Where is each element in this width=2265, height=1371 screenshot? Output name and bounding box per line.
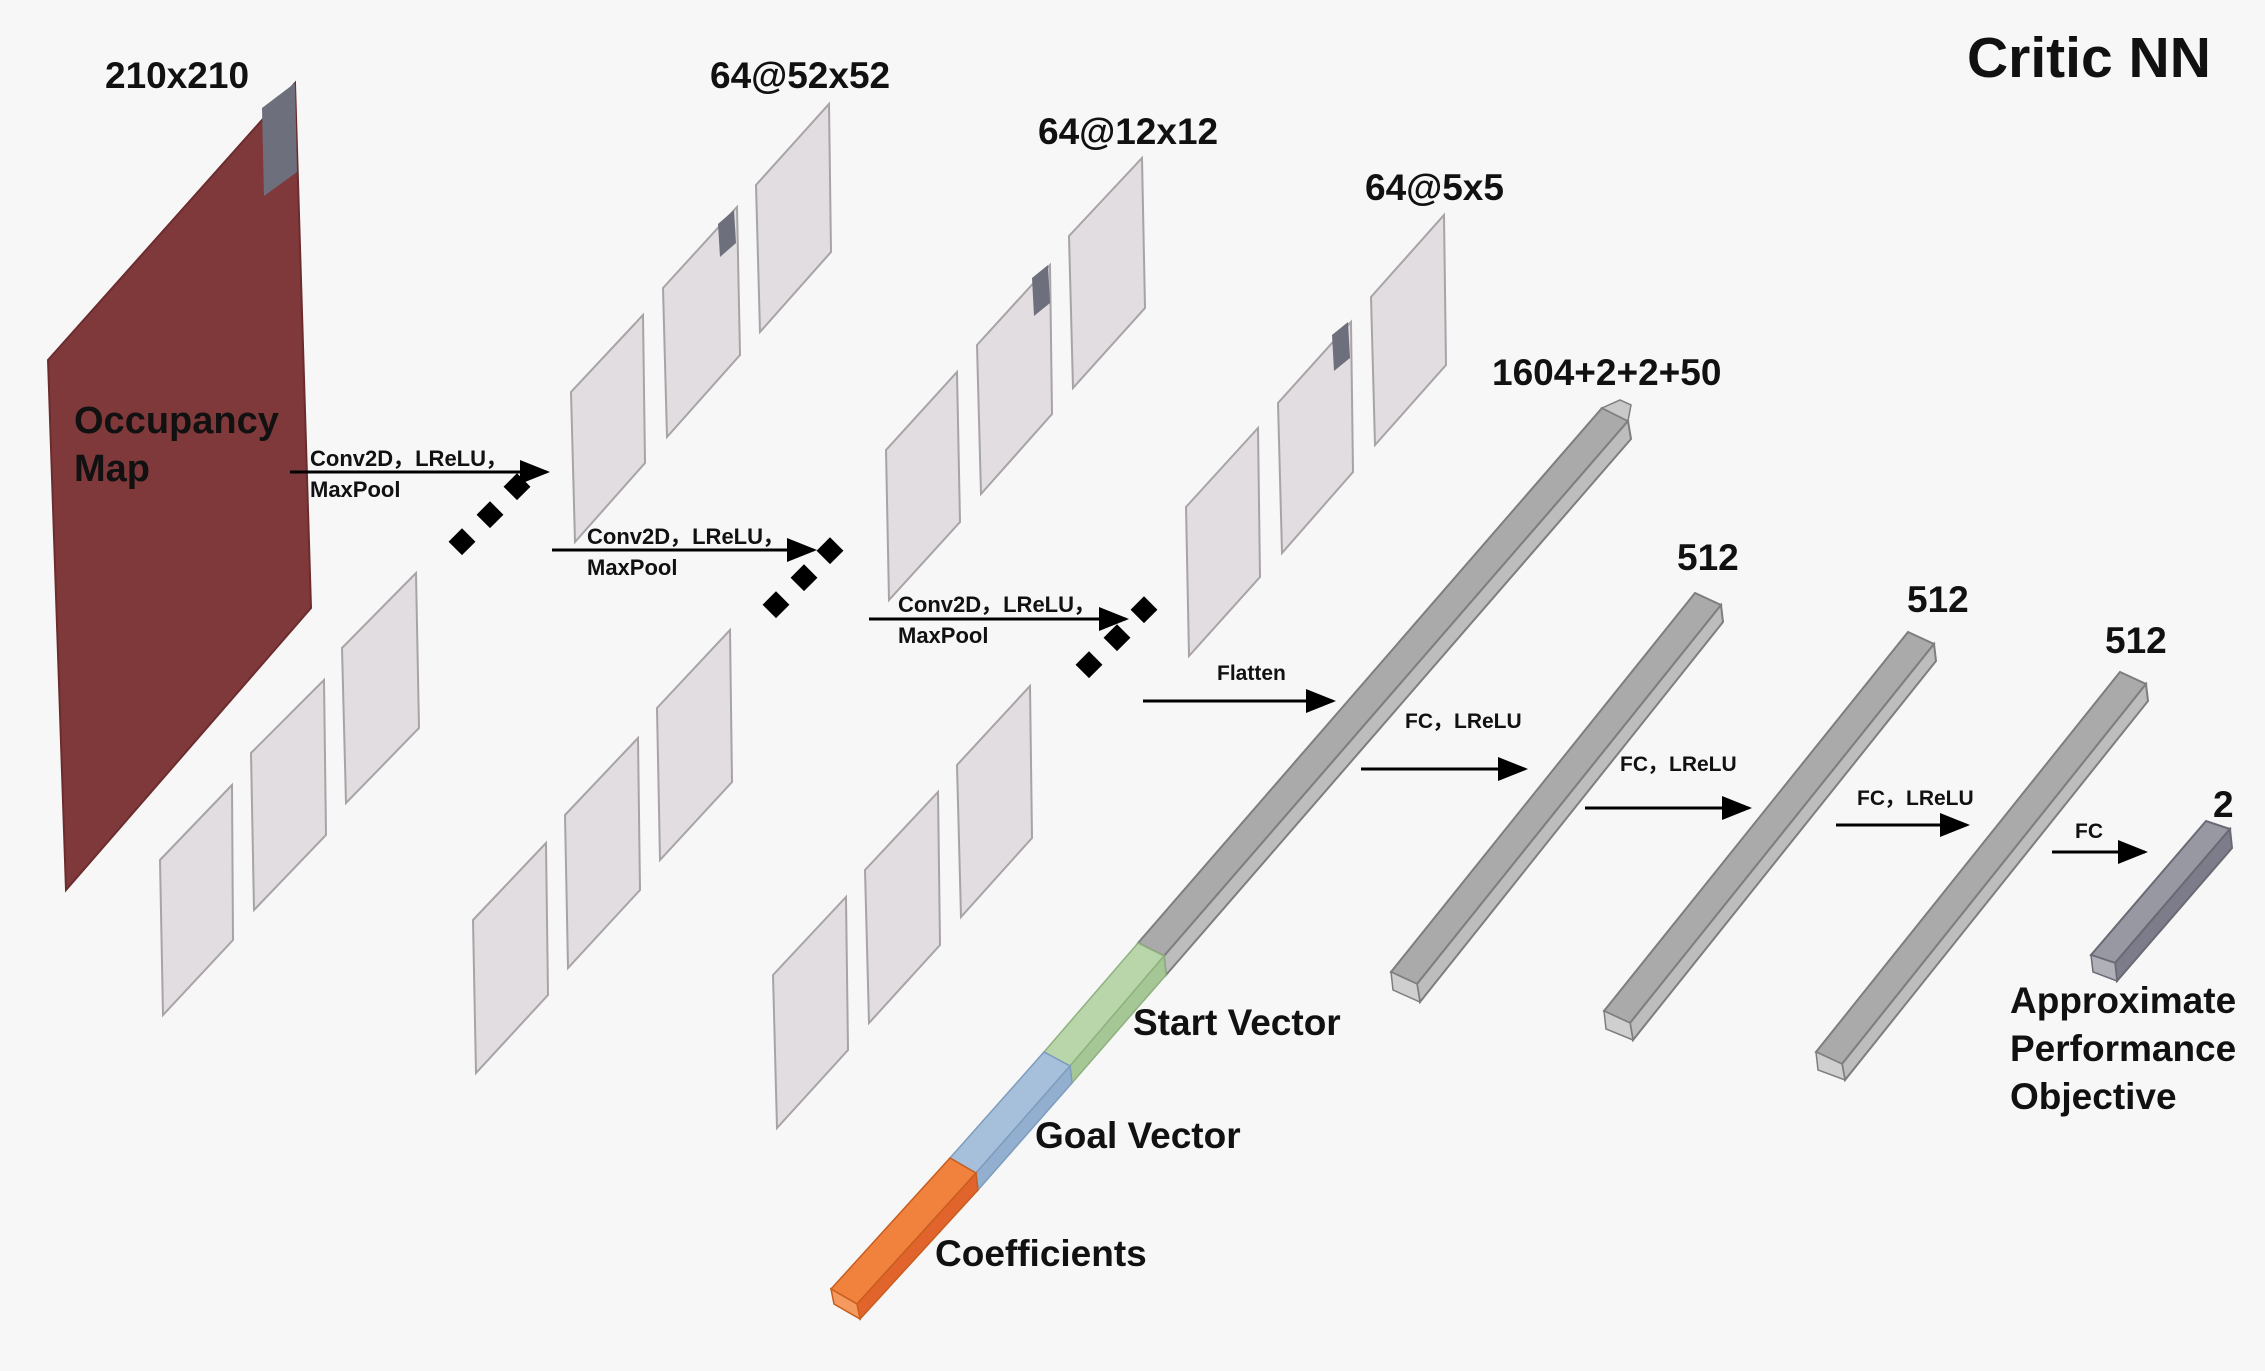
fc2-dim-label: 512 [1907,579,1969,620]
flatten-vector-bar: 1604+2+2+50 [1136,352,1721,978]
feature-map-plane [975,262,1054,497]
kernel-patch [262,83,297,196]
conv-layer-3: 64@5x5 [1184,167,1504,659]
feature-map-plane [863,789,942,1026]
op-label-line2: MaxPool [898,623,988,648]
feature-map-plane [884,369,962,603]
feature-map-plane [1184,425,1262,659]
feature-map-plane [661,204,742,440]
input-feature-maps [158,570,421,1018]
occupancy-label-line1: Occupancy [74,400,279,442]
bar-face [2089,819,2232,965]
feature-map-plane [569,312,647,545]
kernel-patch [1332,322,1350,371]
goal-vector-label: Goal Vector [1035,1115,1241,1156]
op-arrow-conv3: Conv2D，LReLU， MaxPool [869,592,1129,648]
ellipsis-dot [816,537,844,565]
feature-map-plane [655,627,734,863]
feature-map-plane [754,101,833,335]
diagram-title: Critic NN [1967,26,2211,90]
feature-map-plane [771,894,850,1131]
fc-layer-2: 512 [1602,579,1969,1043]
flatten-op-label: Flatten [1217,662,1286,685]
ellipsis-dot [1130,596,1158,624]
op-arrow-fc4: FC [2052,820,2148,864]
output-dim-label: 2 [2213,784,2234,825]
coefficients-label: Coefficients [935,1233,1147,1274]
op-label-line2: MaxPool [587,555,677,580]
fc3-dim-label: 512 [2105,620,2167,661]
feature-map-plane [955,683,1034,920]
ellipsis-dot [1103,624,1131,652]
ellipsis-dot [1075,651,1103,679]
bar-end [1600,399,1632,423]
op-label-line1: Conv2D，LReLU， [898,592,1096,617]
conv-layer-2: 64@12x12 [771,111,1218,1131]
fc1-dim-label: 512 [1677,537,1739,578]
ellipsis-dot [790,564,818,592]
feature-map-plane [471,840,550,1076]
op-arrow-fc2: FC，LReLU [1585,753,1752,820]
op-label-line1: Conv2D，LReLU， [310,446,508,471]
ellipsis-dot [762,591,790,619]
fc4-op-label: FC [2075,820,2103,843]
op-label-line2: MaxPool [310,477,400,502]
segment-face [829,1157,978,1305]
feature-map-plane [1369,212,1448,448]
start-vector-segment: Start Vector [1042,942,1341,1085]
op-arrow-conv2: Conv2D，LReLU， MaxPool [552,524,817,580]
goal-vector-segment: Goal Vector [948,1051,1241,1192]
conv3-dim-label: 64@5x5 [1365,167,1504,208]
conv2-dim-label: 64@12x12 [1038,111,1218,152]
fc2-op-label: FC，LReLU [1620,753,1737,776]
fc-layer-3: 512 [1814,620,2167,1083]
occupancy-map-plane [46,80,313,893]
bar-end [1815,1050,1846,1082]
fc1-op-label: FC，LReLU [1405,710,1522,733]
feature-map-plane [158,782,235,1018]
op-arrow-fc3: FC，LReLU [1836,787,1974,837]
feature-map-plane [563,735,642,971]
bar-end [1603,1009,1634,1042]
bar-end [2090,953,2118,983]
input-dim-label: 210x210 [105,55,249,96]
fc-layer-1: 512 [1389,537,1739,1005]
conv1-dim-label: 64@52x52 [710,55,890,96]
op-arrow-fc1: FC，LReLU [1361,710,1528,781]
op-arrow-flatten: Flatten [1143,662,1336,713]
fc3-op-label: FC，LReLU [1857,787,1974,810]
kernel-patch [1032,265,1050,316]
start-vector-label: Start Vector [1133,1002,1341,1043]
coefficients-segment: Coefficients [829,1157,1147,1321]
output-layer: 2 Approximate Performance Objective [2010,784,2236,1117]
segment-end [829,1287,862,1321]
ellipsis-dot [448,528,476,556]
feature-map-plane [340,570,421,806]
input-block: 210x210 Occupancy Map [46,55,313,893]
flatten-dim-label: 1604+2+2+50 [1492,352,1721,393]
feature-map-plane [1276,319,1355,556]
kernel-patch [718,210,736,257]
output-label-line1: Approximate [2010,980,2236,1021]
output-label-line2: Performance [2010,1028,2236,1069]
ellipsis-dot [503,473,531,501]
conv-layer-1: 64@52x52 [471,55,890,1076]
feature-map-plane [1067,155,1147,391]
op-arrow-conv1: Conv2D，LReLU， MaxPool [290,446,550,502]
output-label-line3: Objective [2010,1076,2177,1117]
bar-end [1390,970,1421,1004]
ellipsis-dot [476,501,504,529]
feature-map-plane [249,677,328,913]
occupancy-label-line2: Map [74,448,150,490]
continuation-dots-1 [448,473,531,556]
op-label-line1: Conv2D，LReLU， [587,524,785,549]
